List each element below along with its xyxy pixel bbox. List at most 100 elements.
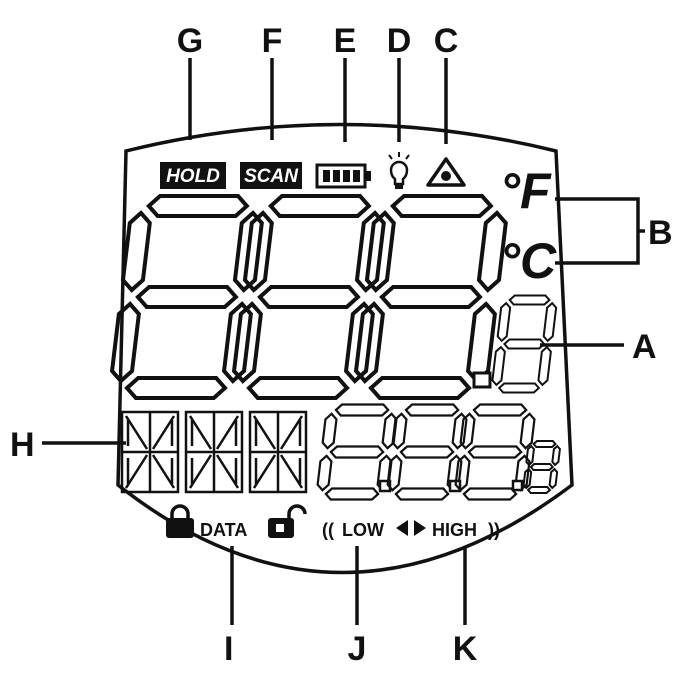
alpha-frame	[120, 410, 180, 494]
main-digit-3	[353, 194, 508, 400]
sec-digit-4	[522, 440, 561, 494]
lock-open-icon	[268, 504, 307, 538]
segment-top	[268, 194, 372, 218]
main-digit-display	[109, 194, 558, 400]
high-wave-icon: ))	[488, 520, 500, 540]
segment-bottom-left	[386, 454, 403, 492]
callout-b: B	[648, 214, 673, 252]
segment-top	[404, 403, 460, 417]
callout-a: A	[632, 328, 657, 366]
alpha-upper-inner	[126, 420, 174, 446]
segment-top	[334, 403, 390, 417]
segment-middle	[529, 463, 555, 471]
segment-top-right	[476, 210, 508, 293]
segment-top-right	[451, 412, 468, 450]
callout-j: J	[348, 630, 367, 668]
alpha-upper-diagonals	[188, 415, 240, 450]
high-alarm-indicator: HIGH ))	[414, 520, 500, 540]
callout-h: H	[10, 426, 35, 464]
segment-bottom-right	[465, 301, 497, 384]
callout-k: K	[453, 630, 478, 668]
segment-top-right	[232, 210, 264, 293]
hold-indicator: HOLD	[160, 162, 226, 189]
celsius-unit: °C	[500, 233, 557, 289]
low-label: LOW	[342, 520, 384, 540]
segment-bottom	[462, 487, 518, 501]
segment-bottom-right	[221, 301, 253, 384]
segment-top-left	[321, 412, 338, 450]
segment-top	[532, 440, 557, 448]
segment-middle	[135, 285, 239, 309]
secondary-digit-display	[316, 403, 561, 501]
segment-top-right	[551, 444, 561, 467]
main-digit-4	[491, 294, 558, 394]
segment-top-left	[496, 301, 512, 343]
segment-top-left	[525, 444, 535, 467]
callout-i: I	[224, 630, 233, 668]
segment-top	[146, 194, 250, 218]
segment-bottom	[324, 487, 380, 501]
alpha-lower-diagonals	[124, 454, 176, 489]
low-alarm-indicator: (( LOW	[322, 520, 408, 540]
scan-label: SCAN	[244, 166, 299, 187]
alpha-lower-diagonals	[252, 454, 304, 489]
left-arrow-icon	[396, 520, 408, 536]
hold-label: HOLD	[166, 166, 220, 187]
segment-bottom-left	[522, 467, 533, 490]
segment-top-left	[459, 412, 476, 450]
alpha-lower-inner	[126, 458, 174, 484]
segment-bottom-left	[491, 345, 506, 387]
callout-g: G	[177, 22, 203, 60]
alpha-char-2	[184, 410, 244, 494]
alpha-frame	[248, 410, 308, 494]
fahrenheit-unit: °F	[500, 163, 552, 219]
segment-bottom-left	[231, 301, 263, 384]
leader-b	[555, 197, 645, 265]
sec-digit-2	[386, 403, 468, 501]
segment-top	[390, 194, 494, 218]
segment-top-right	[542, 301, 558, 343]
alpha-upper-inner	[254, 420, 302, 446]
segment-middle	[399, 445, 455, 459]
segment-bottom-left	[454, 454, 471, 492]
alpha-lower-inner	[254, 458, 302, 484]
lock-closed-icon	[166, 504, 194, 538]
segment-top-right	[354, 210, 386, 293]
alpha-upper-diagonals	[124, 415, 176, 450]
segment-top-left	[242, 210, 274, 293]
scan-indicator: SCAN	[240, 162, 302, 189]
segment-middle	[329, 445, 385, 459]
alpha-upper-inner	[190, 420, 238, 446]
segment-bottom-right	[548, 467, 559, 490]
right-arrow-icon	[414, 520, 426, 536]
segment-bottom	[124, 376, 228, 400]
alpha-char-1	[120, 410, 180, 494]
callout-d: D	[387, 22, 412, 60]
segment-bottom-right	[343, 301, 375, 384]
laser-bulb-icon	[388, 152, 410, 189]
segment-bottom	[526, 486, 552, 494]
callout-f: F	[262, 22, 283, 60]
battery-icon	[315, 163, 371, 189]
alpha-char-3	[248, 410, 308, 494]
alpha-frame	[184, 410, 244, 494]
segment-top-left	[391, 412, 408, 450]
sec-decimal-3	[511, 479, 524, 492]
segment-top-left	[364, 210, 396, 293]
alpha-lower-inner	[190, 458, 238, 484]
main-digit-1	[109, 194, 264, 400]
segment-bottom	[394, 487, 450, 501]
segment-bottom	[368, 376, 472, 400]
data-label: DATA	[200, 520, 247, 540]
segment-middle	[503, 338, 546, 350]
main-decimal-point	[472, 371, 492, 389]
segment-top	[472, 403, 528, 417]
segment-middle	[257, 285, 361, 309]
segment-top	[508, 294, 551, 306]
segment-bottom	[497, 382, 541, 394]
segment-bottom-left	[109, 301, 141, 384]
main-digit-2	[231, 194, 386, 400]
segment-bottom-left	[353, 301, 385, 384]
alpha-upper-diagonals	[252, 415, 304, 450]
